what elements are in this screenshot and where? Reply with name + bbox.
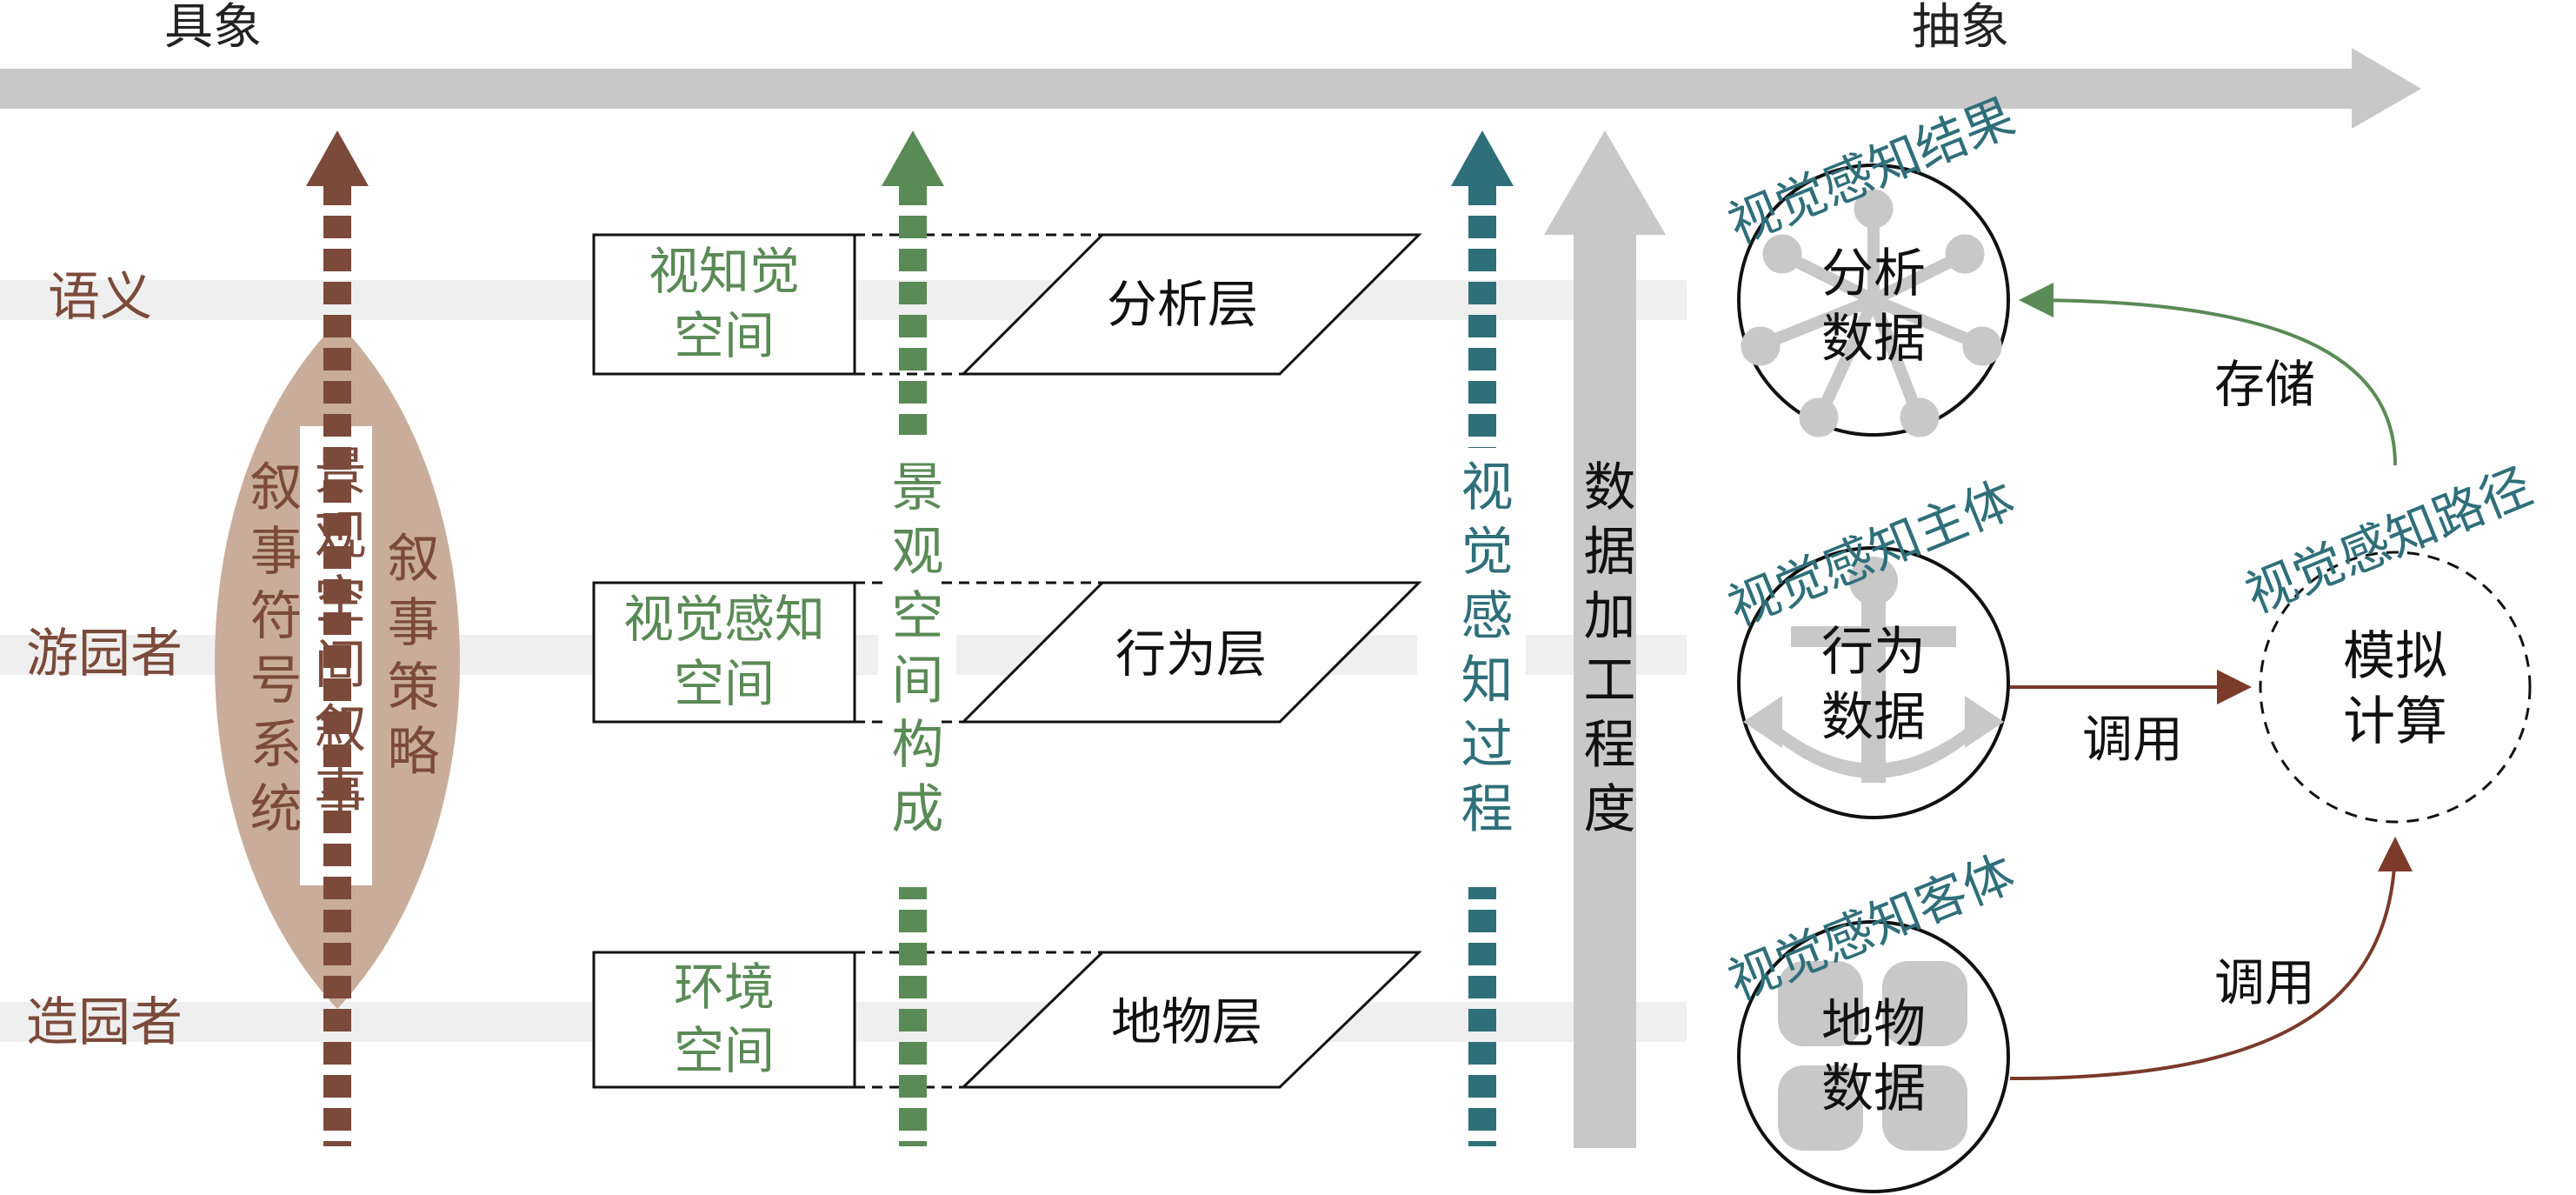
green-label-backdrop: [887, 435, 939, 887]
behavior-data-node: [1737, 546, 2010, 819]
analysis-layer-shape: [960, 233, 1422, 376]
row-label-visitor: 游园者: [26, 624, 183, 684]
behavior-data-line1: 行为: [1821, 622, 1926, 683]
analysis-data-line1: 分析: [1821, 244, 1926, 304]
analysis-layer-label: 分析层: [1107, 275, 1258, 334]
landscape-composition-label: 景观空间构成: [882, 459, 943, 845]
object-layer-label: 地物层: [1111, 992, 1262, 1051]
processing-degree-head: [1544, 130, 1666, 235]
object-layer-shape: [960, 951, 1422, 1089]
narrative-right-text: 叙事策略: [378, 531, 439, 788]
anchor-icon: [1743, 557, 2004, 783]
perception-space-line1: 视知觉: [649, 242, 800, 301]
object-data-line1: 地物: [1821, 994, 1926, 1055]
behavior-data-line2: 数据: [1821, 687, 1926, 748]
narrative-left-text: 叙事符号系统: [241, 459, 302, 845]
invoke-label-bottom: 调用: [2214, 953, 2315, 1012]
store-label: 存储: [2214, 355, 2315, 414]
axis-arrow-shaft: [0, 69, 2365, 109]
environment-space-line1: 环境: [674, 958, 775, 1017]
object-data-node: [1737, 920, 2010, 1193]
store-arrow: [2019, 283, 2397, 466]
row-label-semantic: 语义: [48, 267, 152, 328]
simulation-line1: 模拟: [2343, 626, 2447, 687]
teal-label-backdrop: [1456, 448, 1508, 887]
row-label-gardener: 造园者: [26, 992, 183, 1053]
behavior-layer-shape: [960, 581, 1422, 724]
narrative-center-text: 景观空间叙事: [305, 444, 366, 830]
behavior-layer-label: 行为层: [1115, 624, 1267, 684]
perception-space-line2: 空间: [674, 306, 775, 365]
processing-degree-shaft: [1574, 230, 1636, 1148]
perception-space-box: [592, 233, 856, 376]
analysis-data-node: [1737, 164, 2010, 437]
analysis-data-line2: 数据: [1821, 309, 1926, 370]
teal-arrow-head: [1451, 130, 1514, 186]
environment-space-line2: 空间: [674, 1021, 775, 1080]
object-data-line2: 数据: [1821, 1058, 1926, 1119]
axis-arrow-head: [2352, 48, 2421, 129]
visual-space-box: [592, 581, 856, 724]
simulation-node: [2259, 551, 2532, 824]
invoke-arrow-bottom: [2009, 837, 2413, 1080]
simulation-line2: 计算: [2343, 691, 2447, 752]
axis-right-label: 抽象: [1912, 0, 2009, 56]
green-arrow-head: [882, 130, 944, 186]
visual-space-line1: 视觉感知: [623, 590, 825, 649]
invoke-label-top: 调用: [2082, 710, 2183, 769]
axis-left-label: 具象: [164, 0, 262, 56]
brown-arrow-head: [306, 130, 369, 186]
processing-degree-label: 数据加工程度: [1574, 459, 1635, 845]
blocks-icon: [1778, 961, 1967, 1151]
perception-process-label: 视觉感知过程: [1452, 459, 1513, 845]
network-icon: [1741, 189, 2002, 437]
environment-space-box: [592, 951, 856, 1089]
visual-space-line2: 空间: [674, 654, 775, 713]
